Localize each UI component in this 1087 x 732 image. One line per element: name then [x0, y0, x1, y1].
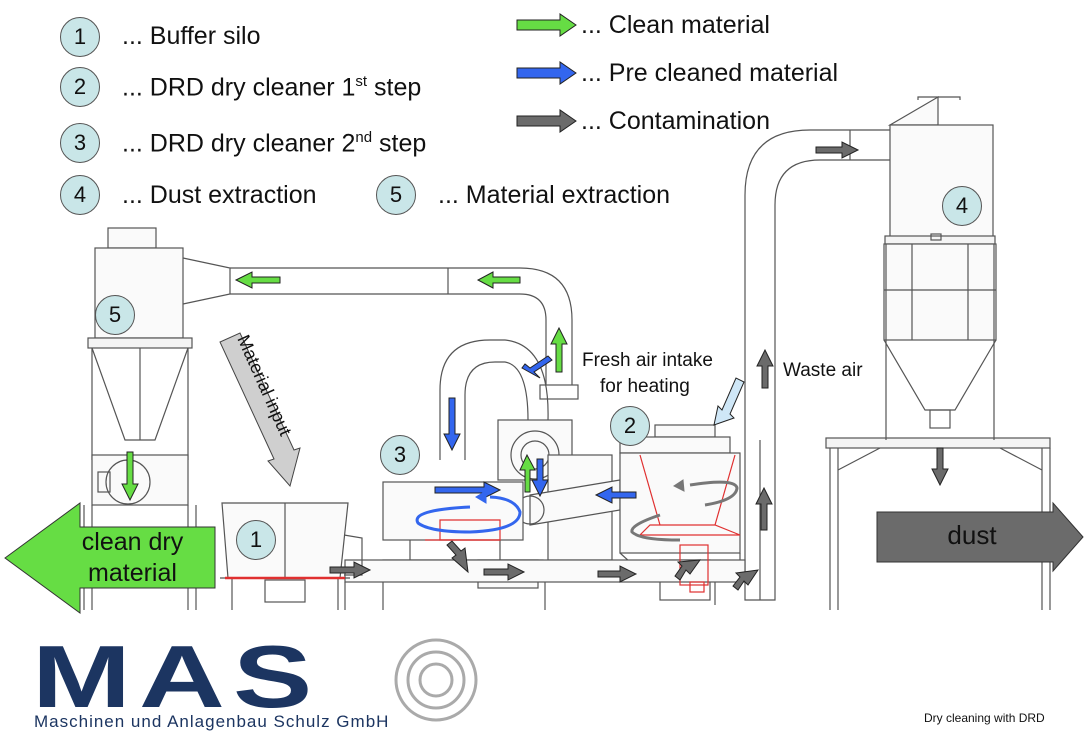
dust-label: dust	[947, 520, 997, 550]
arrow-clean-1	[476, 271, 521, 289]
dust-arrow	[876, 501, 1084, 573]
arrow-pre-4	[521, 355, 553, 379]
legend-badge-3: 3	[60, 123, 100, 163]
arrow-pre-1	[443, 397, 461, 452]
arrow-clean-2	[234, 271, 281, 289]
legend-badge-2: 2	[60, 67, 100, 107]
badge-material-extraction: 5	[95, 295, 135, 335]
arrow-clean-3	[550, 326, 568, 373]
legend-arrow-clean	[516, 13, 577, 37]
arrow-clean-4	[519, 453, 536, 493]
clean-dry-material-line1: clean dry	[81, 528, 184, 556]
legend-label-3: ... DRD dry cleaner 2nd step	[122, 129, 427, 158]
legend-label-5: ... Material extraction	[438, 181, 671, 209]
legend-badge-4: 4	[60, 175, 100, 215]
arrow-cont-2	[756, 348, 774, 389]
waste-air-label: Waste air	[783, 360, 863, 381]
arrow-fresh-air	[713, 377, 745, 426]
clean-dry-material-arrow	[4, 502, 216, 614]
badge-cleaner-1st-step: 2	[610, 406, 650, 446]
legend-label-2: ... DRD dry cleaner 1st step	[122, 73, 422, 102]
legend-arrow-pre-cleaned-label: ... Pre cleaned material	[581, 59, 839, 87]
arrow-cont-8	[446, 540, 469, 574]
arrow-cont-3	[755, 486, 773, 531]
return-duct	[230, 267, 579, 400]
legend-label-4: ... Dust extraction	[122, 181, 317, 209]
legend-arrow-clean-label: ... Clean material	[581, 11, 770, 39]
waste-air-duct	[744, 129, 890, 601]
footer-caption: Dry cleaning with DRD	[924, 711, 1045, 725]
fresh-air-label-line2: for heating	[600, 376, 690, 397]
badge-dust-extraction: 4	[942, 186, 982, 226]
badge-cleaner-2nd-step: 3	[380, 435, 420, 475]
arrow-clean-5	[121, 451, 139, 502]
clean-dry-material-line2: material	[88, 559, 177, 587]
mas-logo-letters: MAS	[32, 627, 321, 726]
arrow-cont-5	[329, 561, 372, 579]
arrow-cont-4	[931, 447, 949, 487]
legend-arrow-contamination-label: ... Contamination	[581, 107, 770, 135]
arrow-pre-2	[531, 458, 549, 498]
arrow-cont-10	[674, 559, 702, 581]
swirl-arrows	[415, 479, 739, 542]
legend-arrow-pre-cleaned	[516, 61, 577, 85]
internal-rotors	[225, 454, 741, 593]
arrow-pre-3	[594, 486, 637, 504]
badge-buffer-silo: 1	[236, 520, 276, 560]
legend-arrow-contamination	[516, 109, 577, 133]
arrow-cont-9	[732, 569, 760, 591]
material-input-arrow	[219, 332, 301, 488]
mas-logo-rings	[394, 638, 478, 722]
mas-logo-subtitle: Maschinen und Anlagenbau Schulz GmbH	[34, 712, 390, 731]
arrow-cont-1	[815, 141, 860, 159]
legend-badge-1: 1	[60, 17, 100, 57]
buffer-silo	[220, 502, 363, 610]
drd-cleaner-2nd-step	[382, 481, 544, 610]
clean-dry-material-label: clean dry material	[50, 527, 215, 589]
legend-label-1: ... Buffer silo	[122, 22, 261, 50]
process-arrows	[121, 141, 949, 591]
fresh-air-label-line1: Fresh air intake	[582, 350, 713, 371]
arrow-cont-6	[483, 563, 526, 581]
arrow-cont-7	[597, 565, 638, 583]
legend-badge-5: 5	[376, 175, 416, 215]
